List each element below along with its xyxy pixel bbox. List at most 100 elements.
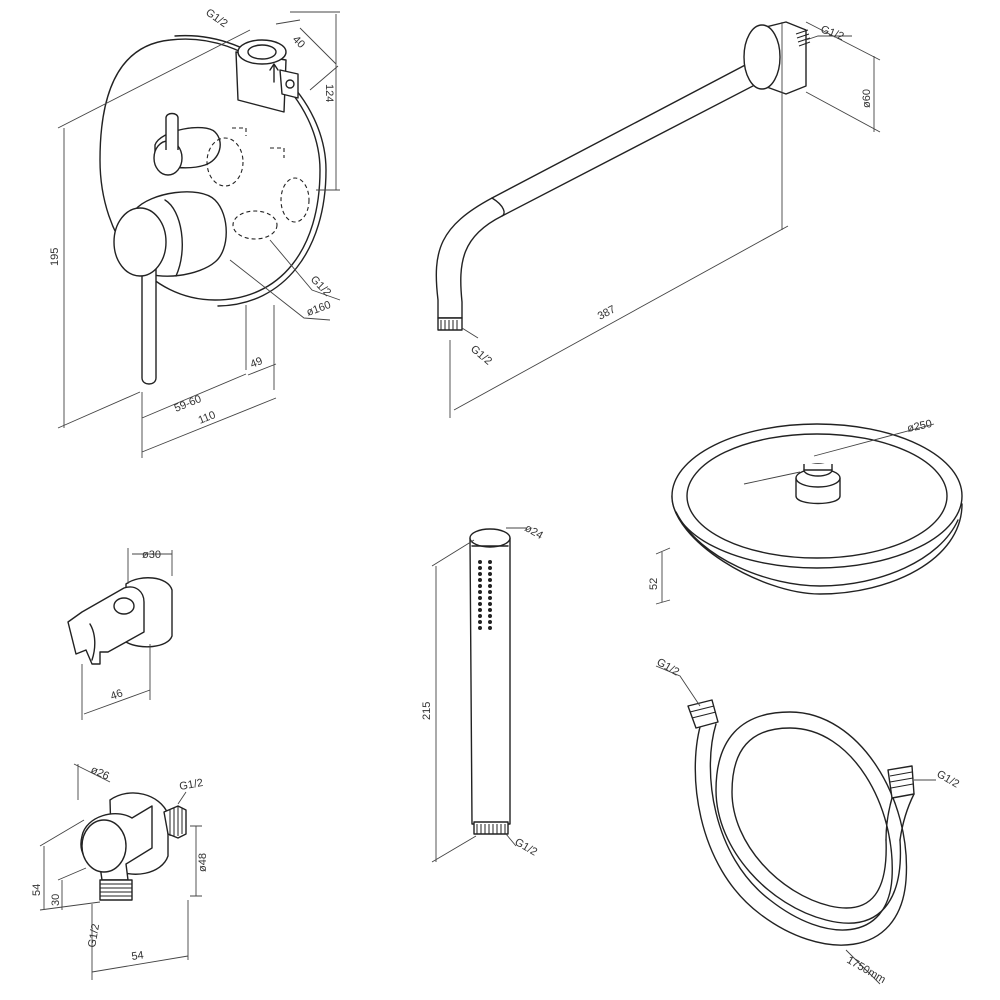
elbow-face bbox=[81, 819, 127, 873]
spray-nozzle-dot bbox=[488, 608, 492, 612]
dim-124-line bbox=[290, 11, 340, 191]
spray-nozzle-dot bbox=[478, 614, 482, 618]
hand-shower-face bbox=[469, 528, 511, 548]
mixer-lever bbox=[141, 268, 157, 385]
shower-arm-tube bbox=[435, 51, 777, 319]
spray-nozzle-dot bbox=[478, 566, 482, 570]
holder-body bbox=[67, 586, 145, 665]
holder-cradle-edge bbox=[89, 623, 96, 661]
hand-shower-dim-lines bbox=[431, 527, 526, 863]
shower-head-edge bbox=[675, 511, 959, 587]
spray-nozzle-dot bbox=[488, 584, 492, 588]
holder-dim-lines bbox=[81, 548, 173, 720]
hand-shower-nozzles bbox=[478, 560, 492, 630]
arm-g-out-label: G1/2 bbox=[468, 343, 494, 368]
dim-110-line bbox=[141, 305, 277, 458]
mixer-dim-59-60: 59-60 bbox=[173, 393, 204, 415]
spray-nozzle-dot bbox=[478, 602, 482, 606]
hose-length-label: 1750mm bbox=[845, 954, 888, 986]
spray-nozzle-dot bbox=[478, 620, 482, 624]
hose-coil-outer bbox=[694, 711, 908, 946]
hand-shower-leader bbox=[505, 833, 517, 847]
shower-head-inner-rim bbox=[686, 433, 948, 559]
mixer-leader-lines bbox=[229, 239, 341, 321]
mixer-handle-ring bbox=[164, 199, 183, 277]
arm-dim-387-line bbox=[449, 225, 789, 418]
spray-nozzle-dot bbox=[488, 566, 492, 570]
shower-arm-outlet-thread bbox=[440, 320, 458, 330]
mixer-dim-110: 110 bbox=[197, 409, 218, 427]
spray-nozzle-dot bbox=[488, 578, 492, 582]
mixer-dim-40: 40 bbox=[290, 34, 307, 51]
elbow-dia-26: ø26 bbox=[89, 764, 111, 783]
shower-arm-bend-edge bbox=[491, 197, 505, 217]
hand-shower-thread bbox=[476, 824, 506, 834]
wall-elbow-drawing: ø26 G1/2 54 30 ø48 G1/2 54 bbox=[31, 763, 209, 980]
arm-dia-60: ø60 bbox=[861, 89, 873, 108]
hose-g-right-label: G1/2 bbox=[935, 768, 962, 790]
arm-g-wall-label: G1/2 bbox=[819, 24, 846, 43]
hose-right-tail bbox=[885, 793, 915, 841]
spray-nozzle-dot bbox=[488, 560, 492, 564]
shower-head-connector-thread bbox=[803, 464, 833, 471]
mixer-top-bracket bbox=[279, 69, 299, 99]
hand-shower-drawing: ø24 215 G1/2 bbox=[421, 522, 545, 863]
holder-drawing: ø30 46 bbox=[67, 548, 173, 720]
holder-dia-30: ø30 bbox=[142, 549, 161, 561]
spray-nozzle-dot bbox=[488, 572, 492, 576]
spray-nozzle-dot bbox=[478, 596, 482, 600]
shower-arm-wall-thread bbox=[795, 29, 811, 47]
spray-nozzle-dot bbox=[478, 578, 482, 582]
head-dia-250: ø250 bbox=[906, 418, 933, 435]
spray-nozzle-dot bbox=[478, 584, 482, 588]
spray-nozzle-dot bbox=[488, 596, 492, 600]
hose-left-nut bbox=[687, 699, 719, 729]
hidden-port-marks bbox=[232, 127, 285, 158]
shower-arm-flange-face bbox=[743, 24, 781, 90]
spray-nozzle-dot bbox=[478, 590, 482, 594]
hose-left-thread bbox=[689, 705, 717, 719]
concealed-mixer-drawing: G1/2 40 124 195 59-60 110 49 G1/2 ø160 bbox=[49, 7, 341, 458]
arm-dim-60-line bbox=[781, 21, 881, 230]
shower-head-drawing: ø250 52 bbox=[648, 418, 963, 605]
hand-shower-dim-215: 215 bbox=[421, 702, 433, 720]
spray-nozzle-dot bbox=[478, 608, 482, 612]
spray-nozzle-dot bbox=[478, 626, 482, 630]
hose-coil-inner bbox=[709, 723, 893, 931]
spray-nozzle-dot bbox=[488, 626, 492, 630]
mixer-bracket-screw bbox=[285, 79, 295, 89]
mixer-dim-49: 49 bbox=[249, 355, 265, 371]
arm-leader-lines bbox=[461, 35, 852, 339]
mixer-dim-195: 195 bbox=[49, 248, 61, 266]
shower-arm-outlet bbox=[437, 317, 463, 331]
spray-nozzle-dot bbox=[488, 620, 492, 624]
hose-right-thread bbox=[889, 771, 914, 789]
mixer-dia-160: ø160 bbox=[305, 299, 333, 319]
mixer-top-connector-face bbox=[237, 39, 287, 65]
hidden-port-lower bbox=[232, 210, 278, 240]
head-dim-52: 52 bbox=[648, 578, 660, 590]
elbow-side-thread bbox=[163, 805, 187, 839]
elbow-side-thread-lines bbox=[169, 806, 183, 836]
holder-dim-46: 46 bbox=[109, 687, 125, 702]
hand-shower-connector bbox=[473, 821, 509, 835]
hand-shower-dia-24: ø24 bbox=[523, 522, 545, 542]
mixer-top-connector-bore bbox=[247, 44, 277, 60]
spray-nozzle-dot bbox=[488, 590, 492, 594]
arm-dim-387: 387 bbox=[596, 303, 618, 322]
diverter-knob-pin bbox=[165, 112, 179, 150]
spray-nozzle-dot bbox=[488, 614, 492, 618]
holder-hole bbox=[113, 597, 135, 615]
hidden-port-right bbox=[280, 177, 310, 223]
elbow-dim-54-width: 54 bbox=[131, 949, 145, 963]
mixer-dim-124: 124 bbox=[323, 84, 335, 102]
elbow-bottom-thread bbox=[99, 879, 133, 901]
hand-shower-g-label: G1/2 bbox=[513, 836, 540, 858]
elbow-dia-48: ø48 bbox=[197, 853, 209, 872]
dim-195-line bbox=[57, 29, 251, 429]
spray-nozzle-dot bbox=[488, 602, 492, 606]
elbow-dim-lines bbox=[39, 763, 202, 980]
mixer-g-top-label: G1/2 bbox=[203, 7, 229, 31]
spray-nozzle-dot bbox=[478, 572, 482, 576]
